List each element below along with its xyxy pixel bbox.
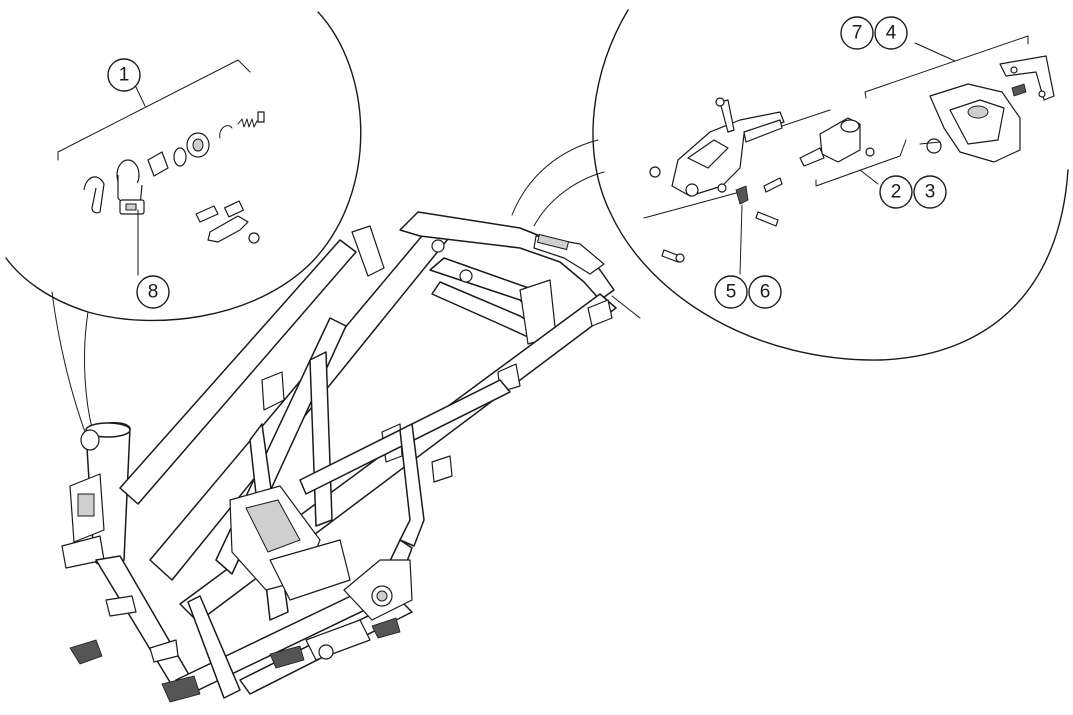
callout-6-label: 6 [760,282,771,303]
scooter-frame [61,211,617,703]
callout-6: 6 [748,275,782,309]
callout-4-label: 4 [886,23,897,44]
callout-1-label: 1 [119,65,130,86]
callout-7: 7 [840,16,874,50]
callout-7-label: 7 [852,23,863,44]
steering-lock-parts [57,59,265,276]
callout-5-label: 5 [726,282,737,303]
callout-3: 3 [913,175,947,209]
callout-2: 2 [879,175,913,209]
left-detail-bubble [5,11,362,433]
seat-lock-parts [643,35,1055,275]
callout-8-label: 8 [148,282,159,303]
callout-2-label: 2 [891,182,902,203]
callout-3-label: 3 [925,182,936,203]
right-detail-bubble [511,9,1069,361]
callout-5: 5 [714,275,748,309]
callout-4: 4 [874,16,908,50]
callout-8: 8 [136,275,170,309]
callout-1: 1 [107,58,141,92]
